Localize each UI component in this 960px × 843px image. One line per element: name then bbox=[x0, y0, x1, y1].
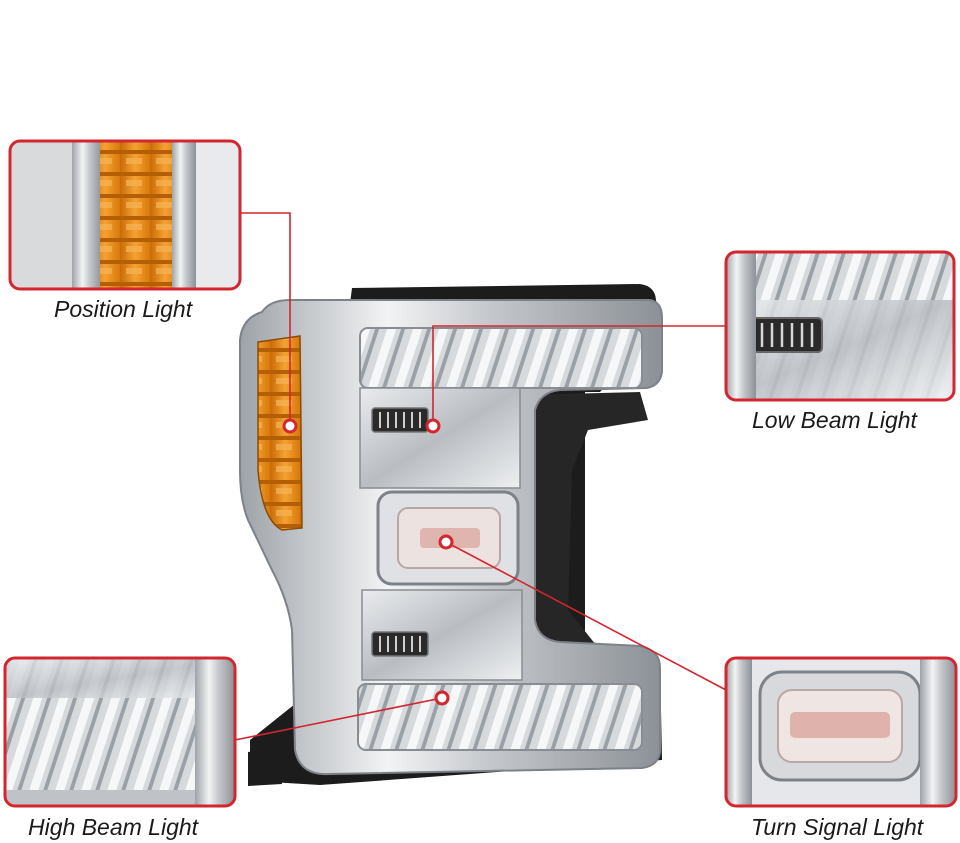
low-beam-led-grille bbox=[379, 412, 421, 428]
callout-lines bbox=[234, 212, 727, 741]
high-beam-led-bar bbox=[371, 631, 429, 657]
low-beam-led-bar bbox=[371, 407, 429, 433]
low-beam-dot bbox=[425, 418, 441, 434]
position-dot bbox=[282, 418, 298, 434]
position-light-label: Position Light bbox=[54, 296, 193, 322]
position-inset-frame bbox=[8, 139, 242, 291]
headlight-assembly bbox=[239, 284, 663, 786]
high-beam-led-grille bbox=[379, 636, 421, 652]
high-beam-leader-line bbox=[234, 697, 443, 741]
low-beam-inset-frame bbox=[724, 250, 956, 402]
turn-signal-inset bbox=[724, 656, 958, 808]
low-beam-inset bbox=[724, 250, 956, 402]
mounting-tab bbox=[248, 748, 282, 786]
position-leader-line bbox=[240, 212, 291, 426]
turn-signal-dot bbox=[438, 534, 454, 550]
turn-signal-inset-frame bbox=[724, 656, 958, 808]
callout-dots bbox=[282, 418, 454, 706]
low-beam-light-label: Low Beam Light bbox=[752, 407, 917, 433]
high-beam-light-label: High Beam Light bbox=[28, 814, 199, 840]
turn-signal-leader-line bbox=[445, 541, 727, 691]
low-beam-leader-line bbox=[432, 325, 726, 426]
position-light-inset bbox=[8, 139, 242, 291]
amber-side-marker bbox=[257, 335, 303, 531]
high-beam-lens bbox=[357, 683, 643, 751]
mounting-bracket bbox=[520, 392, 655, 690]
high-beam-inset-frame bbox=[3, 656, 237, 808]
low-beam-projector bbox=[359, 387, 521, 489]
low-beam-lens bbox=[359, 327, 643, 389]
turn-signal-light-label: Turn Signal Light bbox=[751, 814, 924, 840]
high-beam-inset bbox=[3, 656, 237, 808]
high-beam-dot bbox=[434, 690, 450, 706]
